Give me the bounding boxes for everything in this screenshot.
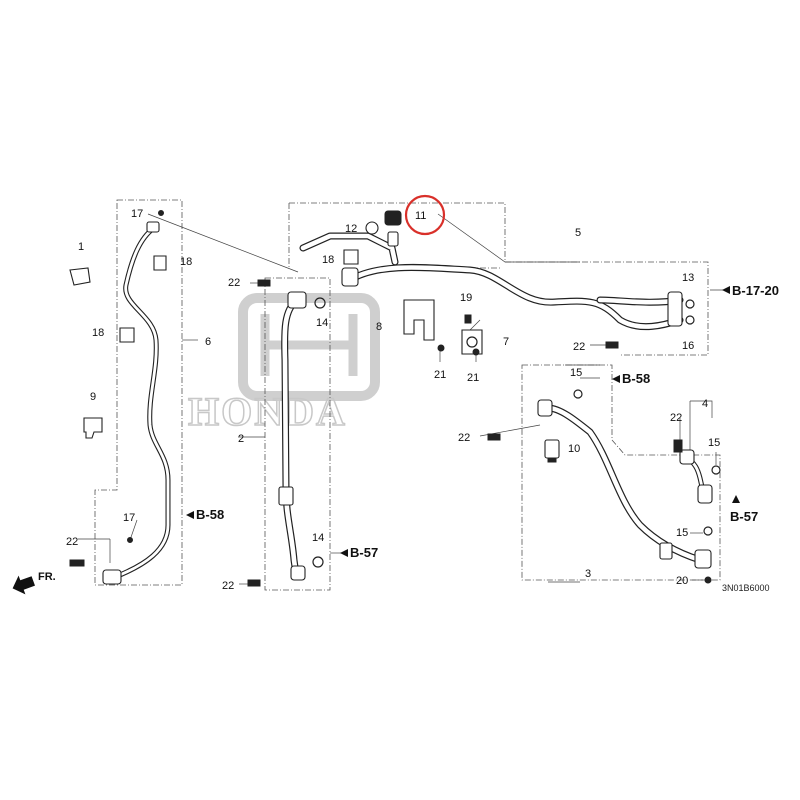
callout-19[interactable]: 19 (460, 292, 472, 304)
callout-15-b[interactable]: 15 (708, 437, 720, 449)
callout-8[interactable]: 8 (376, 321, 382, 333)
callout-15-c[interactable]: 15 (676, 527, 688, 539)
hose-part-2 (278, 291, 307, 581)
ref-arrow-b-57-right (732, 495, 740, 503)
ref-arrow-b-17-20 (722, 286, 730, 294)
ref-b-57-right[interactable]: B-57 (730, 509, 758, 524)
callout-7[interactable]: 7 (503, 336, 509, 348)
o-ring-part-15-c (703, 526, 713, 536)
highlight-circle-part-11 (404, 194, 446, 236)
callout-22-d[interactable]: 22 (458, 432, 470, 444)
clamp-part-9 (83, 417, 103, 439)
bracket-part-8 (403, 299, 435, 341)
front-label: FR. (38, 571, 56, 583)
clamp-part-7 (461, 329, 483, 355)
clip-part-18-c (343, 249, 359, 265)
callout-11[interactable]: 11 (415, 210, 426, 222)
callout-18-c[interactable]: 18 (322, 254, 334, 266)
ref-arrow-b-57-mid (340, 549, 348, 557)
callout-21-b[interactable]: 21 (467, 372, 479, 384)
o-ring-part-15-b (711, 465, 721, 475)
bolt-part-21-a (437, 344, 445, 352)
pipe-part-5 (299, 231, 684, 331)
callout-12[interactable]: 12 (345, 223, 357, 235)
o-ring-part-16 (685, 315, 695, 325)
clip-part-18-b (119, 327, 135, 343)
callout-17-a[interactable]: 17 (131, 208, 143, 220)
callout-22-b[interactable]: 22 (228, 277, 240, 289)
bolt-part-17-b (127, 537, 133, 543)
callout-20[interactable]: 20 (676, 575, 688, 587)
ref-b-58-top[interactable]: B-58 (622, 371, 650, 386)
callout-17-b[interactable]: 17 (123, 512, 135, 524)
ref-b-57-mid[interactable]: B-57 (350, 545, 378, 560)
bolt-part-20 (704, 576, 712, 584)
callout-22-e[interactable]: 22 (573, 341, 585, 353)
callout-15-a[interactable]: 15 (570, 367, 582, 379)
outline-part-2 (264, 277, 331, 591)
bolt-part-17-a (158, 210, 164, 216)
o-ring-part-15-a (573, 389, 583, 399)
part-callouts: 1 2 3 4 5 6 7 8 9 10 11 12 13 14 14 15 1… (66, 208, 720, 592)
bracket-part-1 (69, 267, 91, 286)
pipe-part-6 (102, 221, 171, 585)
callout-13[interactable]: 13 (682, 272, 694, 284)
clip-part-18-a (153, 255, 167, 271)
callout-2[interactable]: 2 (238, 433, 244, 445)
pipe-part-4 (679, 449, 713, 504)
o-ring-part-13 (685, 299, 695, 309)
cap-part-12 (365, 221, 379, 235)
callout-22-a[interactable]: 22 (66, 536, 78, 548)
callout-18-b[interactable]: 18 (92, 327, 104, 339)
callout-9[interactable]: 9 (90, 391, 96, 403)
outline-part-5 (288, 202, 709, 356)
callout-6[interactable]: 6 (205, 336, 211, 348)
watermark-text: HONDA (188, 389, 347, 434)
ref-b-17-20[interactable]: B-17-20 (732, 283, 779, 298)
group-outlines (94, 199, 721, 591)
callout-16[interactable]: 16 (682, 340, 694, 352)
diagram-code: 3N01B6000 (722, 583, 770, 593)
o-ring-part-14-a (314, 297, 326, 309)
ref-b-58-left[interactable]: B-58 (196, 507, 224, 522)
callout-3[interactable]: 3 (585, 568, 591, 580)
callout-18-a[interactable]: 18 (180, 256, 192, 268)
reference-labels: B-17-20 B-58 B-58 B-57 B-57 (186, 283, 779, 560)
honda-watermark: HONDA (187, 293, 380, 435)
nut-part-11 (384, 210, 402, 226)
callout-14-b[interactable]: 14 (312, 532, 324, 544)
hose-part-3 (537, 399, 712, 569)
callout-21-a[interactable]: 21 (434, 369, 446, 381)
outline-part-6 (94, 199, 183, 586)
callout-14-a[interactable]: 14 (316, 317, 328, 329)
ref-arrow-b-58-top (612, 375, 620, 383)
bolts-part-22 (69, 279, 683, 587)
callout-1[interactable]: 1 (78, 241, 84, 253)
front-arrow: FR. (12, 571, 56, 595)
callout-4[interactable]: 4 (702, 398, 708, 410)
o-ring-part-14-b (312, 556, 324, 568)
callout-10[interactable]: 10 (568, 443, 580, 455)
callout-22-c[interactable]: 22 (222, 580, 234, 592)
switch-part-10 (544, 439, 560, 463)
callout-5[interactable]: 5 (575, 227, 581, 239)
bolt-part-21-b (472, 348, 480, 356)
outline-part-3 (521, 364, 721, 581)
bolt-part-19 (464, 314, 472, 324)
callout-22-f[interactable]: 22 (670, 412, 682, 424)
ref-arrow-b-58-left (186, 511, 194, 519)
